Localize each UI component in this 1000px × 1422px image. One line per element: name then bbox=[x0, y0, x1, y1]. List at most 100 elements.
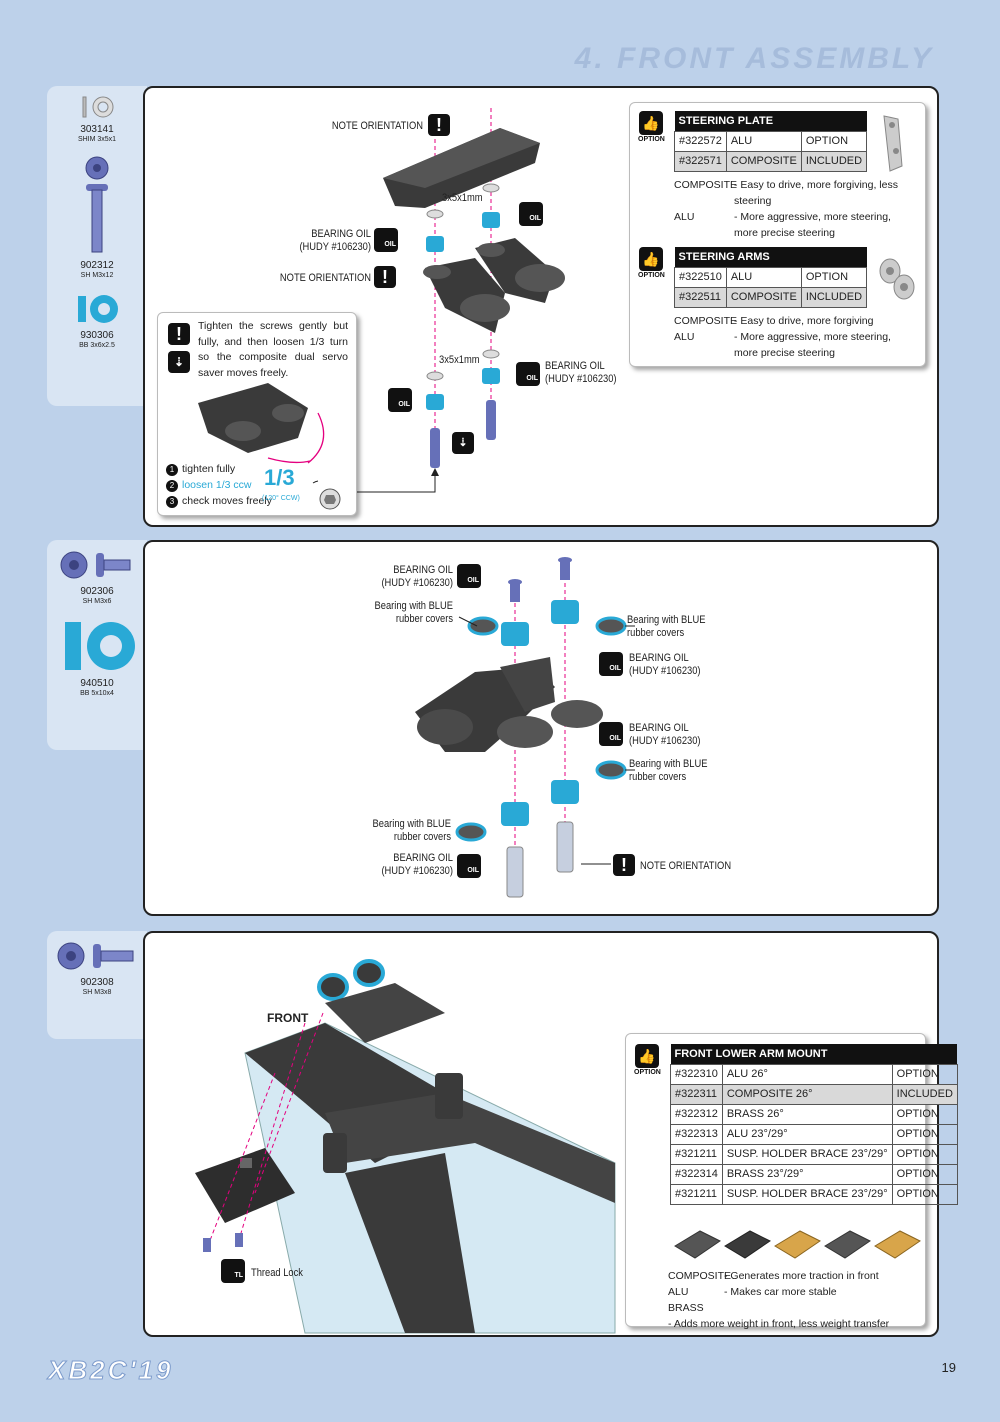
blue-bearing-label: Bearing with BLUE rubber covers bbox=[374, 600, 453, 625]
oil-icon: OIL bbox=[599, 652, 623, 676]
bearing-oil-label: BEARING OIL (HUDY #106230) bbox=[381, 852, 453, 877]
shim-icon bbox=[82, 96, 114, 118]
warning-icon: ! bbox=[428, 114, 450, 136]
option-label: OPTION bbox=[638, 136, 665, 143]
note-value: - More aggressive, more steering, more p… bbox=[734, 331, 891, 359]
steering-assembly-illustration bbox=[357, 108, 565, 493]
note-orientation-label: NOTE ORIENTATION bbox=[640, 860, 732, 872]
part-item: 303141 SHIM 3x5x1 bbox=[47, 94, 147, 144]
note-value: - Generates more traction in front bbox=[724, 1270, 879, 1282]
thread-lock-icon: TL bbox=[221, 1259, 245, 1283]
note-key: COMPOSITE bbox=[668, 1270, 732, 1282]
cell: #322511 bbox=[674, 286, 727, 308]
part-code: 902306 bbox=[80, 586, 114, 597]
bearing-icon bbox=[65, 622, 135, 670]
tip-box: ! ⇣ Tighten the screws gently but fully,… bbox=[157, 312, 357, 516]
part-item: 902308 SH M3x8 bbox=[47, 939, 147, 997]
step-item: 1 tighten fully bbox=[166, 461, 272, 477]
screw-icon bbox=[57, 942, 134, 970]
oil-icon: OIL bbox=[457, 564, 481, 588]
option-label: OPTION bbox=[634, 1069, 661, 1076]
cell: INCLUDED bbox=[800, 150, 868, 172]
bearing-oil-label: BEARING OIL (HUDY #106230) bbox=[629, 652, 701, 677]
step-panel-1: NOTE ORIENTATION ! 3x5x1mm BEARING OIL (… bbox=[143, 86, 939, 527]
note-key: ALU bbox=[674, 211, 695, 223]
step-text: check moves freely bbox=[182, 495, 272, 507]
cell: #322310 bbox=[670, 1063, 723, 1085]
shim-size-label: 3x5x1mm bbox=[442, 192, 483, 204]
part-code: 902308 bbox=[80, 977, 114, 988]
blue-bearing-label: Bearing with BLUE rubber covers bbox=[627, 614, 706, 639]
part-desc: SHIM 3x5x1 bbox=[77, 136, 117, 143]
arm-mount-notes: COMPOSITE- Generates more traction in fr… bbox=[668, 1268, 924, 1332]
fraction-label: 1/3 bbox=[264, 465, 295, 490]
cell: BRASS 26° bbox=[721, 1103, 893, 1125]
thumbs-up-icon: 👍 bbox=[639, 111, 663, 135]
cell: COMPOSITE 26° bbox=[721, 1083, 893, 1105]
step-item: 3 check moves freely bbox=[166, 493, 272, 509]
step-text: tighten fully bbox=[182, 463, 236, 475]
page-number: 19 bbox=[941, 1360, 956, 1375]
oil-icon: OIL bbox=[519, 202, 543, 226]
table-title: STEERING ARMS bbox=[674, 247, 867, 267]
step-number: 2 bbox=[166, 480, 178, 492]
thread-screw-icon: ⇣ bbox=[452, 432, 474, 454]
front-label: FRONT bbox=[267, 1011, 309, 1025]
blue-bearing-label: Bearing with BLUE rubber covers bbox=[372, 818, 451, 843]
oil-icon: OIL bbox=[457, 854, 481, 878]
cell: SUSP. HOLDER BRACE 23°/29° bbox=[721, 1183, 893, 1205]
part-item: 930306 BB 3x6x2.5 bbox=[47, 292, 147, 350]
note-orientation-label: NOTE ORIENTATION bbox=[279, 272, 371, 284]
part-desc: SH M3x12 bbox=[80, 272, 114, 279]
note-key: COMPOSITE bbox=[674, 179, 738, 191]
step-number: 3 bbox=[166, 496, 178, 508]
chassis-illustration bbox=[195, 959, 616, 1334]
cell: #322313 bbox=[670, 1123, 723, 1145]
cell: #322311 bbox=[670, 1083, 723, 1105]
part-item: 940510 BB 5x10x4 bbox=[47, 618, 147, 698]
cell: OPTION bbox=[891, 1063, 958, 1085]
cell: INCLUDED bbox=[800, 286, 868, 308]
note-key: ALU bbox=[674, 331, 695, 343]
thumbs-up-icon: 👍 bbox=[635, 1044, 659, 1068]
cell: ALU 26° bbox=[721, 1063, 893, 1085]
part-code: 940510 bbox=[80, 678, 114, 689]
cell: OPTION bbox=[800, 266, 868, 288]
cell: OPTION bbox=[891, 1123, 958, 1145]
cell: OPTION bbox=[800, 130, 868, 152]
cell: SUSP. HOLDER BRACE 23°/29° bbox=[721, 1143, 893, 1165]
bearing-oil-label: BEARING OIL (HUDY #106230) bbox=[545, 360, 617, 385]
arm-mount-images bbox=[674, 1230, 921, 1259]
part-code: 303141 bbox=[80, 124, 114, 135]
part-code: 902312 bbox=[80, 260, 114, 271]
oil-icon: OIL bbox=[374, 228, 398, 252]
part-desc: BB 3x6x2.5 bbox=[79, 342, 115, 349]
cell: OPTION bbox=[891, 1163, 958, 1185]
steering-plate-image bbox=[883, 115, 903, 172]
blue-bearing-label: Bearing with BLUE rubber covers bbox=[629, 758, 708, 783]
note-key: COMPOSITE bbox=[674, 315, 738, 327]
cell: BRASS 23°/29° bbox=[721, 1163, 893, 1185]
step-number: 1 bbox=[166, 464, 178, 476]
part-desc: SH M3x8 bbox=[82, 989, 112, 996]
tip-text: Tighten the screws gently but fully, and… bbox=[198, 320, 348, 379]
steering-arms-notes: COMPOSITE- Easy to drive, more forgiving… bbox=[674, 313, 919, 361]
bearing-icon bbox=[78, 295, 118, 323]
screw-icon bbox=[60, 551, 131, 579]
cell: OPTION bbox=[891, 1103, 958, 1125]
note-value: - Easy to drive, more forgiving, less st… bbox=[734, 179, 898, 207]
parts-list-2: 902306 SH M3x6 940510 BB 5x10x4 bbox=[47, 540, 147, 750]
cell: ALU bbox=[725, 266, 802, 288]
warning-icon: ! bbox=[613, 854, 635, 876]
